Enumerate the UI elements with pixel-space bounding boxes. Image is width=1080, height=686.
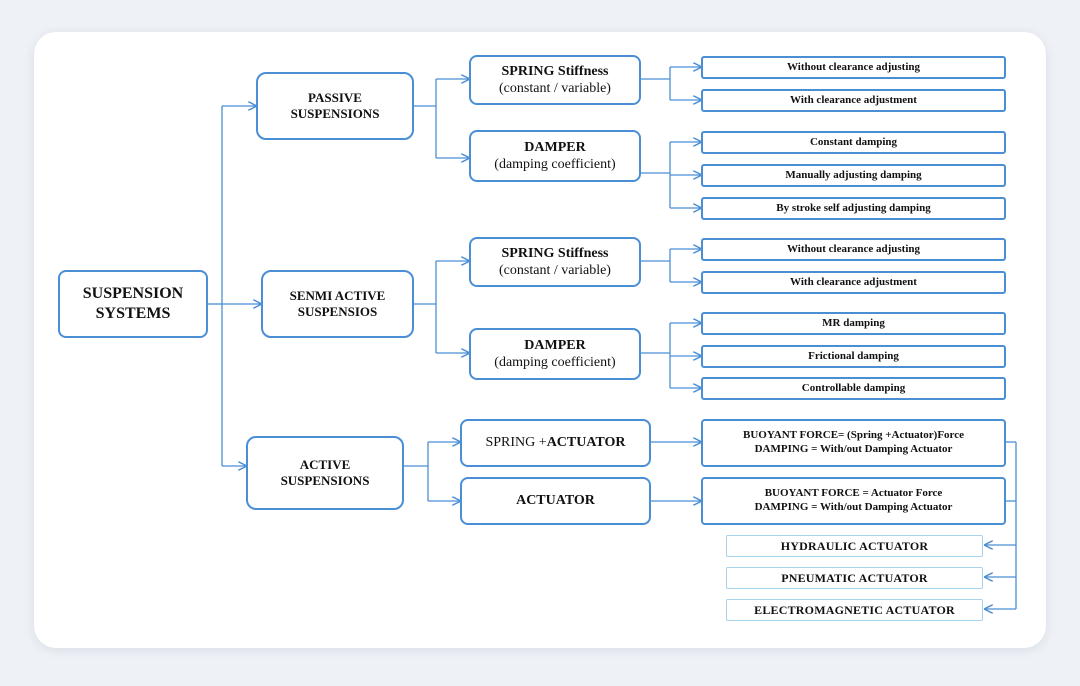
node-label: (constant / variable) xyxy=(499,81,611,96)
option-label: Constant damping xyxy=(809,135,898,148)
node-label: (damping coefficient) xyxy=(494,157,616,172)
option-frictional-damping: Frictional damping xyxy=(701,345,1006,368)
node-label: SYSTEMS xyxy=(95,305,171,322)
node-label: BUOYANT FORCE = Actuator Force xyxy=(764,487,943,500)
node-passive-damper: DAMPER (damping coefficient) xyxy=(469,130,641,182)
option-label: ELECTROMAGNETIC ACTUATOR xyxy=(754,602,955,617)
node-label: ACTIVE xyxy=(299,456,351,472)
node-label: SUSPENSION xyxy=(82,285,184,302)
node-label: SPRING Stiffness xyxy=(501,245,609,261)
node-passive-spring-stiffness: SPRING Stiffness (constant / variable) xyxy=(469,55,641,105)
option-passive-without-clearance: Without clearance adjusting xyxy=(701,56,1006,79)
node-label: ACTUATOR xyxy=(516,493,595,509)
option-label: HYDRAULIC ACTUATOR xyxy=(780,538,929,553)
node-label: DAMPING = With/out Damping Actuator xyxy=(754,501,953,513)
option-label: Frictional damping xyxy=(808,349,899,362)
node-label: ACTUATOR xyxy=(546,435,626,451)
node-label: DAMPING = With/out Damping Actuator xyxy=(754,443,953,455)
option-stroke-self-adjusting-damping: By stroke self adjusting damping xyxy=(701,197,1006,220)
option-label: Without clearance adjusting xyxy=(786,60,921,73)
option-label: MR damping xyxy=(822,316,885,329)
node-actuator: ACTUATOR xyxy=(460,477,651,525)
node-label: DAMPER xyxy=(524,139,586,155)
node-label: SUSPENSIONS xyxy=(280,473,370,488)
node-label: SPRING Stiffness xyxy=(501,63,609,79)
node-label: SUSPENSIOS xyxy=(297,304,378,319)
node-spring-actuator-force: BUOYANT FORCE= (Spring +Actuator)Force D… xyxy=(701,419,1006,467)
option-label: Manually adjusting damping xyxy=(785,168,922,181)
node-semi-active-spring-stiffness: SPRING Stiffness (constant / variable) xyxy=(469,237,641,287)
option-constant-damping: Constant damping xyxy=(701,131,1006,154)
option-pneumatic-actuator: PNEUMATIC ACTUATOR xyxy=(726,567,983,589)
node-label: SPRING + xyxy=(485,435,547,451)
node-label: (constant / variable) xyxy=(499,263,611,278)
node-label: (damping coefficient) xyxy=(494,355,616,370)
node-label: BUOYANT FORCE= (Spring +Actuator)Force xyxy=(742,429,965,442)
node-actuator-force: BUOYANT FORCE = Actuator Force DAMPING =… xyxy=(701,477,1006,525)
node-active-suspensions: ACTIVE SUSPENSIONS xyxy=(246,436,404,510)
option-semi-without-clearance: Without clearance adjusting xyxy=(701,238,1006,261)
node-label: SENMI ACTIVE xyxy=(289,287,386,303)
option-label: With clearance adjustment xyxy=(790,93,917,106)
node-semi-active-suspensions: SENMI ACTIVE SUSPENSIOS xyxy=(261,270,414,338)
option-manually-adjusting-damping: Manually adjusting damping xyxy=(701,164,1006,187)
option-passive-with-clearance: With clearance adjustment xyxy=(701,89,1006,112)
node-semi-active-damper: DAMPER (damping coefficient) xyxy=(469,328,641,380)
option-label: Without clearance adjusting xyxy=(786,242,921,255)
option-label: By stroke self adjusting damping xyxy=(776,201,931,214)
node-suspension-systems: SUSPENSION SYSTEMS xyxy=(58,270,208,338)
node-label: DAMPER xyxy=(524,337,586,353)
option-electromagnetic-actuator: ELECTROMAGNETIC ACTUATOR xyxy=(726,599,983,621)
node-label: PASSIVE xyxy=(308,89,362,105)
node-passive-suspensions: PASSIVE SUSPENSIONS xyxy=(256,72,414,140)
option-controllable-damping: Controllable damping xyxy=(701,377,1006,400)
option-mr-damping: MR damping xyxy=(701,312,1006,335)
option-hydraulic-actuator: HYDRAULIC ACTUATOR xyxy=(726,535,983,557)
node-spring-plus-actuator: SPRING +ACTUATOR xyxy=(460,419,651,467)
option-label: PNEUMATIC ACTUATOR xyxy=(781,570,928,585)
option-semi-with-clearance: With clearance adjustment xyxy=(701,271,1006,294)
option-label: With clearance adjustment xyxy=(790,275,917,288)
node-label: SUSPENSIONS xyxy=(290,106,380,121)
option-label: Controllable damping xyxy=(801,381,906,394)
